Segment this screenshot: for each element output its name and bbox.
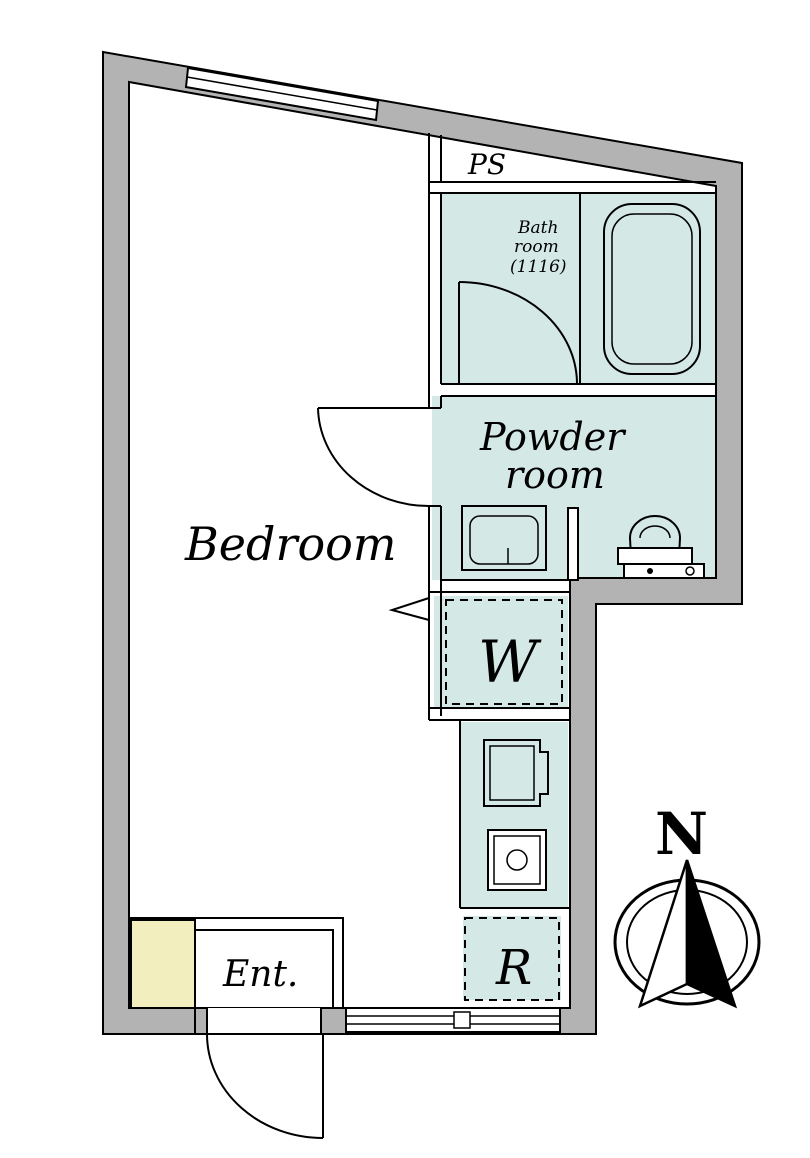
wardrobe-label: W — [478, 628, 542, 696]
north-compass: N — [613, 800, 761, 1009]
top-window — [184, 66, 380, 122]
interior-walls — [129, 133, 716, 1008]
bottom-window — [345, 1007, 561, 1033]
entrance-tile — [130, 919, 196, 1009]
entrance-label: Ent. — [222, 954, 298, 995]
powder-room-label-2: room — [505, 453, 605, 497]
doors — [206, 281, 578, 1139]
wardrobe-outline — [445, 599, 563, 705]
bathtub — [603, 203, 701, 375]
refrigerator-outline — [464, 917, 560, 1001]
powder-room-label-1: Powder — [479, 415, 627, 459]
north-label: N — [655, 800, 708, 868]
bath-label-2: room — [514, 237, 559, 257]
bath-label-1: Bath — [517, 218, 558, 238]
entry-door-opening — [194, 1007, 347, 1035]
refrigerator-label: R — [495, 940, 532, 996]
wash-basin — [461, 505, 547, 571]
bedroom-label: Bedroom — [184, 517, 396, 571]
ps-label: PS — [467, 148, 506, 181]
bath-label-3: (1116) — [510, 257, 567, 277]
wet-area-fills — [432, 193, 716, 1000]
kitchen — [483, 739, 549, 891]
toilet — [617, 515, 705, 579]
